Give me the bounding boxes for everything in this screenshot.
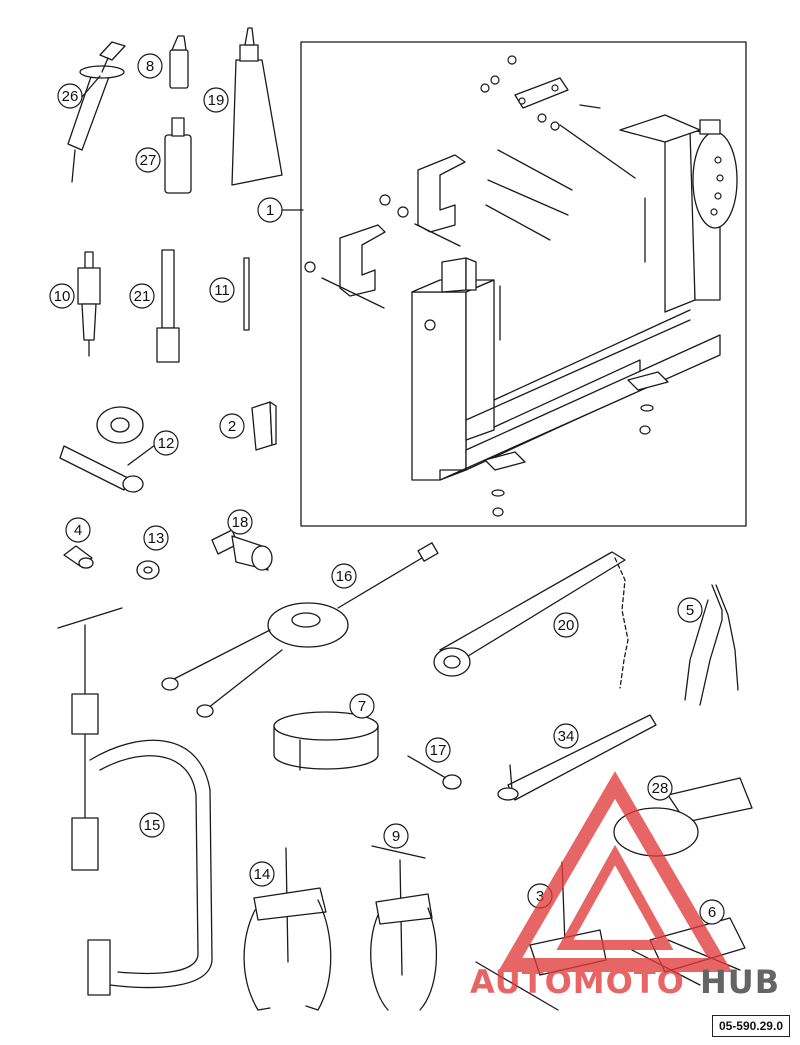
adapter-drawing <box>211 529 273 571</box>
internal-puller-drawing <box>77 251 101 357</box>
callout-9: 9 <box>383 823 409 849</box>
drift-drawing <box>156 249 180 363</box>
svg-text:10: 10 <box>54 288 71 305</box>
svg-text:18: 18 <box>232 514 249 531</box>
svg-text:17: 17 <box>430 742 447 759</box>
engine-stand-drawing <box>304 55 738 517</box>
callout-10: 10 <box>49 283 75 309</box>
watermark-logo: AUTOMOTO HUB <box>470 771 780 1001</box>
grease-syringe-drawing <box>67 41 126 183</box>
bolt-and-disk-drawing <box>59 406 144 493</box>
callout-15: 15 <box>139 812 165 838</box>
svg-text:7: 7 <box>358 698 366 715</box>
svg-text:19: 19 <box>208 92 225 109</box>
svg-text:15: 15 <box>144 817 161 834</box>
ring-compressor-drawing <box>273 711 379 771</box>
callout-34: 34 <box>553 723 579 749</box>
sleeve-drawing <box>63 545 94 569</box>
pin-wrench-drawing <box>497 714 657 801</box>
callout-4: 4 <box>65 517 91 543</box>
watermark-text-automoto: AUTOMOTO <box>470 963 685 1001</box>
three-jaw-puller-drawing <box>370 845 437 1011</box>
watermark-text-hub: HUB <box>700 963 780 1001</box>
callout-20: 20 <box>553 612 579 638</box>
callouts: 26 8 19 27 1 10 21 11 12 2 4 13 18 16 20… <box>49 53 725 925</box>
svg-text:9: 9 <box>392 828 400 845</box>
callout-28: 28 <box>647 775 673 801</box>
svg-text:34: 34 <box>558 728 575 745</box>
callout-13: 13 <box>143 525 169 551</box>
reference-code: 05-590.29.0 <box>711 1015 790 1037</box>
c-clamp-drawing <box>57 607 213 996</box>
pin-drawing <box>243 257 250 331</box>
callout-8: 8 <box>137 53 163 79</box>
callout-16: 16 <box>331 563 357 589</box>
svg-text:12: 12 <box>158 435 175 452</box>
callout-1: 1 <box>257 197 283 223</box>
callout-14: 14 <box>249 861 275 887</box>
svg-text:8: 8 <box>146 58 154 75</box>
callout-5: 5 <box>677 597 703 623</box>
svg-text:11: 11 <box>214 282 230 299</box>
svg-text:27: 27 <box>140 152 157 169</box>
svg-text:26: 26 <box>62 88 79 105</box>
callout-18: 18 <box>227 509 253 535</box>
callout-27: 27 <box>135 147 161 173</box>
small-bracket-drawing <box>251 401 277 451</box>
svg-text:28: 28 <box>652 780 669 797</box>
callout-17: 17 <box>425 737 451 763</box>
callout-21: 21 <box>129 283 155 309</box>
leader-lines <box>81 75 304 466</box>
svg-text:13: 13 <box>148 530 165 547</box>
svg-text:1: 1 <box>266 202 274 219</box>
svg-text:16: 16 <box>336 568 353 585</box>
puller-arms-drawing <box>161 542 439 718</box>
callout-12: 12 <box>153 430 179 456</box>
svg-text:4: 4 <box>74 522 82 539</box>
callout-6: 6 <box>699 899 725 925</box>
chain-wrench-drawing <box>433 551 629 689</box>
loctite-bottle-drawing <box>169 35 189 89</box>
svg-text:3: 3 <box>536 888 544 905</box>
callout-26: 26 <box>57 83 83 109</box>
svg-text:14: 14 <box>254 866 271 883</box>
adjuster-screw-drawing <box>407 755 462 790</box>
threebond-tube-drawing <box>231 27 283 186</box>
ring-nut-drawing <box>136 560 160 580</box>
two-jaw-puller-drawing <box>243 847 332 1011</box>
svg-text:2: 2 <box>228 418 236 435</box>
callout-11: 11 <box>209 277 235 303</box>
callout-7: 7 <box>349 693 375 719</box>
callout-19: 19 <box>203 87 229 113</box>
sealant-bottle-drawing <box>164 117 192 194</box>
circlip-pliers-drawing <box>684 584 739 706</box>
callout-2: 2 <box>219 413 245 439</box>
svg-text:5: 5 <box>686 602 694 619</box>
svg-text:20: 20 <box>558 617 575 634</box>
engine-stand-frame-box <box>300 41 747 527</box>
svg-text:6: 6 <box>708 904 716 921</box>
svg-text:21: 21 <box>134 288 151 305</box>
